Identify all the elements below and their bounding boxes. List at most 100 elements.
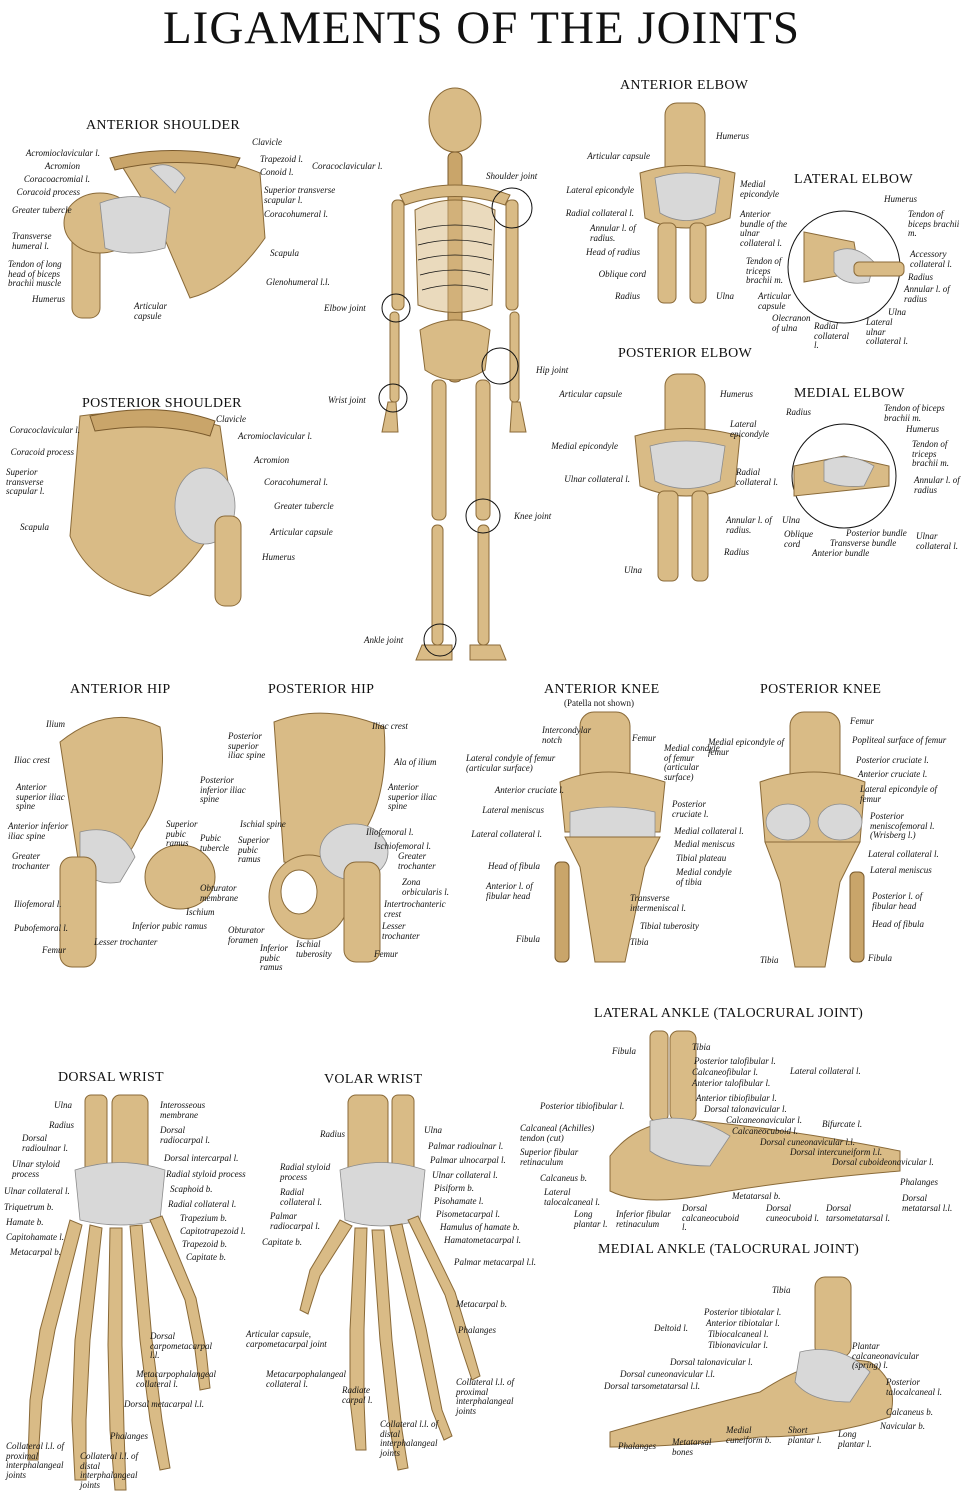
vw-articular-capsule: Articular capsule, carpometacarpal joint <box>246 1329 327 1349</box>
ps-scapula: Scapula <box>20 522 49 532</box>
anterior-hip-title: ANTERIOR HIP <box>70 682 171 697</box>
medial-elbow-panel: MEDIAL ELBOW Radius Tendon of biceps bra… <box>744 386 963 566</box>
me-anterior-bundle: Anterior bundle <box>812 548 870 558</box>
ma-phalanges: Phalanges <box>618 1441 656 1451</box>
ph-ischial-spine: Ischial spine <box>240 819 286 829</box>
ma-tibia: Tibia <box>772 1285 791 1295</box>
me-posterior-bundle: Posterior bundle <box>846 528 907 538</box>
pe-lateral-epicondyle: Lateral epicondyle <box>730 419 769 439</box>
ph-superior-pubic-ramus: Superior pubic ramus <box>238 835 270 864</box>
vw-phalanges: Phalanges <box>458 1325 496 1335</box>
ma-tibiocalcaneal: Tibiocalcaneal l. <box>708 1329 769 1339</box>
ah-piis: Posterior inferior iliac spine <box>200 775 246 804</box>
pe-humerus: Humerus <box>720 389 753 399</box>
dw-mcp-collateral: Metacarpophalangeal collateral l. <box>136 1369 216 1389</box>
posterior-hip-title: POSTERIOR HIP <box>268 682 375 697</box>
vw-pisohamate: Pisohamate l. <box>434 1196 484 1206</box>
la-ant-talofibular: Anterior talofibular l. <box>692 1078 771 1088</box>
la-dorsal-cuboideonavicular: Dorsal cuboideonavicular l. <box>832 1157 934 1167</box>
ma-plantar-calcaneonavicular: Plantar calcaneonavicular (spring) l. <box>852 1341 919 1370</box>
me-annular: Annular l. of radius <box>914 475 960 495</box>
as-acromion: Acromion <box>44 161 80 171</box>
as-trapezoid: Trapezoid l. <box>260 154 304 164</box>
as-articular-capsule: Articular capsule <box>134 301 167 321</box>
lateral-ankle-panel: LATERAL ANKLE (TALOCRURAL JOINT) Fibula … <box>500 1006 963 1236</box>
anterior-shoulder-panel: ANTERIOR SHOULDER Acromioclavicular l. A… <box>0 118 383 321</box>
lateral-ankle-title: LATERAL ANKLE (TALOCRURAL JOINT) <box>594 1006 864 1021</box>
vw-palmar-radioulnar: Palmar radioulnar l. <box>428 1141 504 1151</box>
anterior-hip-figure <box>59 716 216 968</box>
posterior-elbow-panel: POSTERIOR ELBOW Articular capsule Humeru… <box>540 346 790 586</box>
ma-metatarsal: Metatarsal bones <box>672 1437 712 1457</box>
dw-scaphoid: Scaphoid b. <box>170 1184 213 1194</box>
ae-radius: Radius <box>614 291 640 301</box>
ae-radial-collateral: Radial collateral l. <box>565 208 634 218</box>
le-olecranon: Olecranon of ulna <box>772 313 811 333</box>
label-wrist-joint: Wrist joint <box>328 395 366 405</box>
ps-coracoid: Coracoid process <box>10 447 74 457</box>
pe-radial-collateral: Radial collateral l. <box>736 467 778 487</box>
lateral-ankle-figure <box>609 1030 901 1201</box>
ah-greater-trochanter: Greater trochanter <box>12 851 50 871</box>
la-ant-tibiofibular: Anterior tibiofibular l. <box>696 1093 777 1103</box>
ma-calcaneus: Calcaneus b. <box>886 1407 933 1417</box>
la-achilles: Calcaneal (Achilles) tendon (cut) <box>520 1123 595 1143</box>
anterior-knee-panel: ANTERIOR KNEE (Patella not shown) Interc… <box>460 682 750 972</box>
pk-pcl: Posterior cruciate l. <box>856 755 929 765</box>
la-sup-fibular-retinaculum: Superior fibular retinaculum <box>520 1147 579 1167</box>
ps-humerus: Humerus <box>262 552 295 562</box>
as-coracoacromial: Coracoacromial l. <box>23 174 90 184</box>
la-phalanges: Phalanges <box>900 1177 938 1187</box>
dw-dorsal-carpometacarpal: Dorsal carpometacarpal l.l. <box>150 1331 212 1360</box>
ah-pubofemoral: Pubofemoral l. <box>14 923 68 933</box>
le-ulna: Ulna <box>888 307 906 317</box>
ae-head-radius: Head of radius <box>586 247 640 257</box>
vw-ulnar-collateral: Ulnar collateral l. <box>432 1170 498 1180</box>
pk-fibula: Fibula <box>868 953 892 963</box>
la-inf-fibular-retinaculum: Inferior fibular retinaculum <box>616 1209 671 1229</box>
ae-oblique-cord: Oblique cord <box>598 269 646 279</box>
la-dorsal-intercuneiform: Dorsal intercuneiform l.l. <box>790 1147 883 1157</box>
ps-clavicle: Clavicle <box>216 414 246 424</box>
pk-posterior-fibular: Posterior l. of fibular head <box>872 891 923 911</box>
dw-hamate: Hamate b. <box>6 1217 44 1227</box>
ma-long-plantar: Long plantar l. <box>838 1429 872 1449</box>
posterior-shoulder-title: POSTERIOR SHOULDER <box>82 396 242 411</box>
dw-radial-styloid: Radial styloid process <box>166 1169 246 1179</box>
vw-hamulus: Hamulus of hamate b. <box>440 1222 520 1232</box>
posterior-hip-panel: POSTERIOR HIP Posterior superior iliac s… <box>224 682 480 972</box>
volar-wrist-figure <box>299 1094 481 1471</box>
la-lateral-talocalcaneal: Lateral talocalcaneal l. <box>544 1187 600 1207</box>
la-post-tibiofibular: Posterior tibiofibular l. <box>540 1101 625 1111</box>
as-conoid: Conoid l. <box>260 167 294 177</box>
ph-femur: Femur <box>374 949 398 959</box>
me-ulna: Ulna <box>782 515 800 525</box>
dorsal-wrist-title: DORSAL WRIST <box>58 1070 164 1085</box>
vw-radial-collateral: Radial collateral l. <box>280 1187 322 1207</box>
dw-interosseous: Interosseous membrane <box>160 1100 206 1120</box>
la-calcaneofibular: Calcaneofibular l. <box>692 1067 758 1077</box>
ph-greater-trochanter: Greater trochanter <box>398 851 436 871</box>
pe-ulna: Ulna <box>624 565 642 575</box>
la-post-talofibular: Posterior talofibular l. <box>694 1056 776 1066</box>
vw-radiate-carpal: Radiate carpal l. <box>342 1385 373 1405</box>
vw-metacarpal: Metacarpal b. <box>456 1299 507 1309</box>
label-hip-joint: Hip joint <box>536 365 569 375</box>
ph-obturator-foramen: Obturator foramen <box>228 925 265 945</box>
posterior-elbow-figure <box>634 373 741 582</box>
vw-pisiform: Pisiform b. <box>434 1183 475 1193</box>
dw-trapezoid: Trapezoid b. <box>182 1239 228 1249</box>
pk-lateral-collateral: Lateral collateral l. <box>868 849 939 859</box>
me-ulnar-collateral: Ulnar collateral l. <box>916 531 958 551</box>
dw-dorsal-intercarpal: Dorsal intercarpal l. <box>164 1153 239 1163</box>
le-radial-collateral: Radial collateral l. <box>814 321 849 350</box>
me-triceps-tendon: Tendon of triceps brachii m. <box>912 439 949 468</box>
anterior-knee-subtitle: (Patella not shown) <box>564 698 634 708</box>
ae-medial-epicondyle: Medial epicondyle <box>740 179 779 199</box>
pe-annular: Annular l. of radius. <box>726 515 772 535</box>
ak-intercondylar: Intercondylar notch <box>542 725 592 745</box>
la-bifurcate: Bifurcate l. <box>822 1119 863 1129</box>
dw-trapezium: Trapezium b. <box>180 1213 228 1223</box>
le-triceps-tendon: Tendon of triceps brachii m. <box>746 256 783 285</box>
dorsal-wrist-figure <box>27 1094 211 1491</box>
